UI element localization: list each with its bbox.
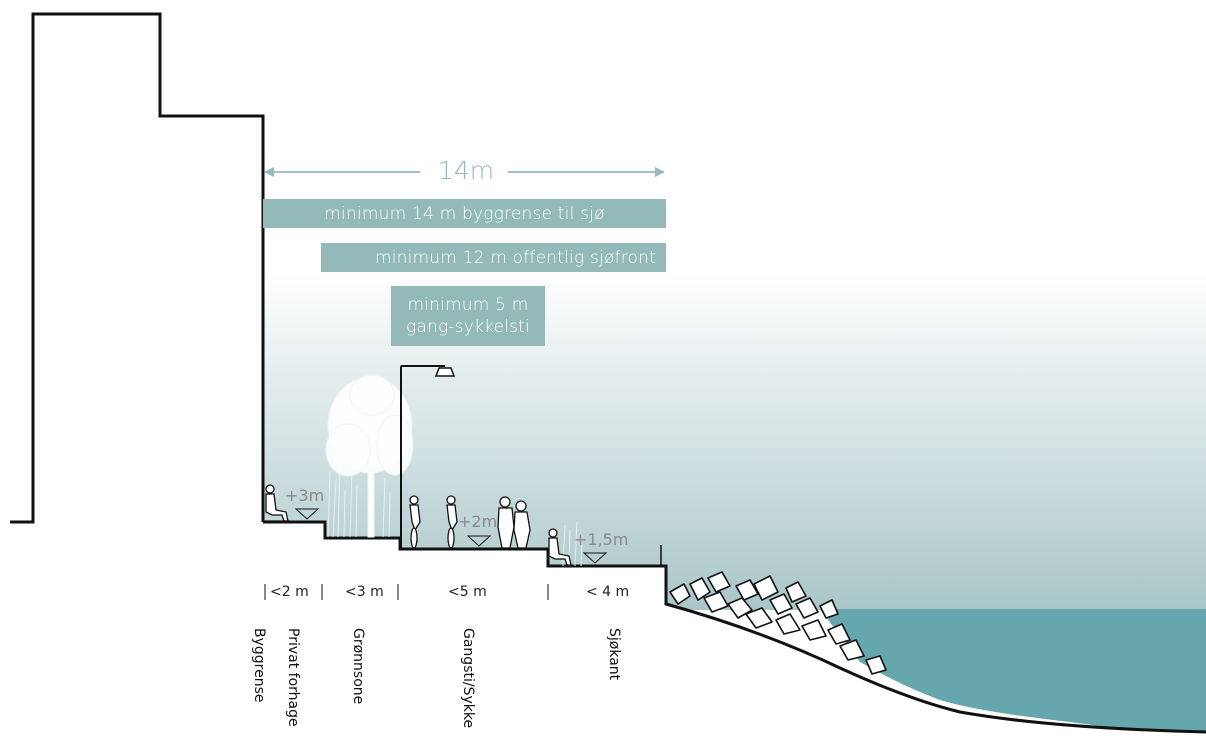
ground-fill (0, 522, 1206, 740)
dimension-label: 14m (438, 156, 495, 185)
width-ticks (264, 584, 549, 600)
sea-water (820, 609, 1206, 740)
level-sjokant: +1,5m (574, 530, 629, 549)
level-marker-icon (466, 535, 492, 549)
street-lamp (400, 365, 456, 549)
grass-area (327, 459, 583, 567)
zone-gangsti: Gangsti/Sykke (460, 628, 476, 729)
level-gangsti: +2m (458, 512, 498, 531)
terrain-profile (263, 520, 1206, 734)
seated-person-icon (548, 528, 572, 566)
band-offentlig-sjofront: minimum 12 m offentlig sjøfront (321, 243, 666, 272)
zone-byggrense: Byggrense (251, 628, 267, 703)
band-byggrense: minimum 14 m byggrense til sjø (263, 199, 666, 228)
width-privat: <2 m (270, 584, 309, 600)
zone-privat-forhage: Privat forhage (285, 628, 301, 727)
tree (325, 374, 414, 538)
band-gang-sykkelsti: minimum 5 m gang-sykkelsti (391, 286, 545, 346)
sky-gradient (263, 160, 1206, 610)
width-sjokant: < 4 m (586, 584, 630, 600)
level-marker-icon (294, 508, 320, 522)
zone-gronnsone: Grønnsone (350, 628, 366, 705)
level-privat: +3m (285, 486, 325, 505)
cyclist-icon (409, 495, 421, 549)
band-gang-line1: minimum 5 m (407, 295, 529, 315)
band-gang-line2: gang-sykkelsti (406, 317, 530, 337)
pedestrians-icon (497, 496, 531, 549)
zone-sjokant: Sjøkant (606, 628, 622, 681)
dimension-line-14m (264, 167, 665, 177)
seated-person-icon (265, 484, 290, 522)
cyclist-icon (446, 495, 458, 549)
width-gangsti: <5 m (448, 584, 487, 600)
riprap-rocks (669, 571, 887, 675)
level-marker-icon (582, 552, 608, 566)
width-gronnsone: <3 m (345, 584, 384, 600)
building-outline (10, 12, 265, 524)
